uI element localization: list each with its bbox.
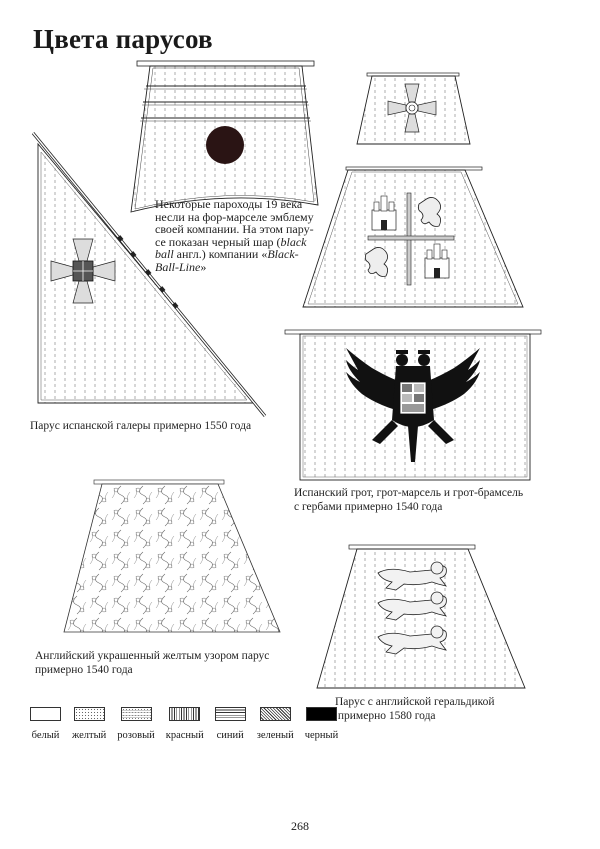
legend-item-yellow: желтый [72, 707, 106, 741]
english-sail-caption: Английский украшенный желтым узором пару… [35, 650, 270, 676]
legend-item-black: черный [305, 707, 338, 741]
legend-item-pink: розовый [117, 707, 155, 741]
galley-cross-emblem [50, 238, 116, 304]
topgallant-cross-emblem [387, 83, 437, 133]
legend-item-green: зеленый [257, 707, 294, 741]
legend-item-blue: синий [214, 707, 246, 741]
heraldic-sail-caption: Парус с английской геральдикой примерно … [335, 696, 495, 722]
three-lions-emblem [377, 561, 447, 655]
black-ball-emblem [206, 126, 244, 164]
green-swatch-icon [259, 707, 291, 721]
blue-swatch-icon [214, 707, 246, 721]
castile-leon-emblem [364, 192, 455, 286]
legend-item-red: красный [166, 707, 204, 741]
black-swatch-icon [305, 707, 337, 721]
legend-item-white: белый [30, 707, 61, 741]
steamer-caption: Некоторые пароходы 19 века несли на фор-… [155, 197, 314, 274]
red-swatch-icon [169, 707, 201, 721]
spanish-sails-caption: Испанский грот, грот-марсель и грот-брам… [294, 487, 524, 513]
color-legend: белый желтый розовый красный синий зелен… [30, 707, 338, 741]
page-title: Цвета парусов [33, 24, 213, 54]
galley-caption: Парус испанской галеры примерно 1550 год… [30, 420, 252, 432]
page-number: 268 [291, 819, 309, 833]
pink-swatch-icon [120, 707, 152, 721]
white-swatch-icon [30, 707, 61, 721]
yellow-swatch-icon [73, 707, 105, 721]
